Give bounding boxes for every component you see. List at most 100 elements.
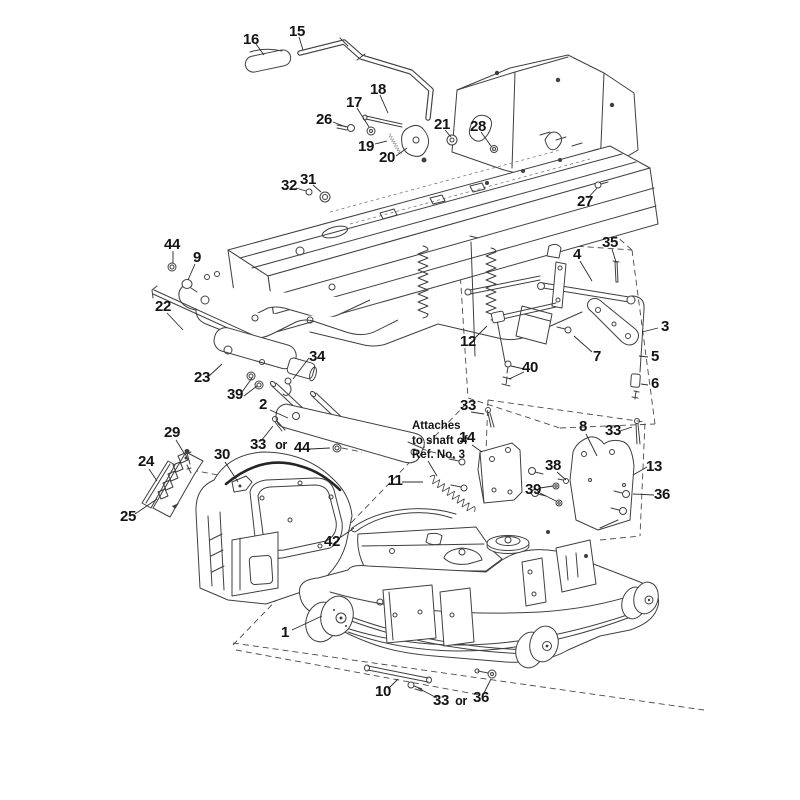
part-6-ferrule xyxy=(630,373,641,400)
console-assembly xyxy=(141,449,353,605)
part-27-bolt xyxy=(594,181,609,189)
part-38-bolt xyxy=(557,478,569,484)
part-18-rod xyxy=(362,114,403,128)
callout-17: 17 xyxy=(346,94,362,111)
part-33-cotter-pin-center xyxy=(485,407,495,428)
part-21-washer xyxy=(446,134,458,146)
callout-28: 28 xyxy=(470,118,486,135)
callout-or-left: or xyxy=(275,438,287,452)
callout-9: 9 xyxy=(193,249,201,266)
part-39-nuts-left xyxy=(246,371,264,390)
part-31-nut xyxy=(319,191,331,203)
part-2-lift-lever-plate xyxy=(269,380,425,464)
part-29-screw xyxy=(184,449,192,474)
leader-lines xyxy=(134,36,659,699)
handle-assembly xyxy=(244,37,498,163)
callout-30: 30 xyxy=(214,446,230,463)
callout-2: 2 xyxy=(259,396,267,413)
callout-15: 15 xyxy=(289,23,305,40)
callout-21: 21 xyxy=(434,116,450,133)
part-40-ball-joint xyxy=(501,360,512,387)
callout-25: 25 xyxy=(120,508,136,525)
gauge-wheel-right-lower xyxy=(515,625,559,669)
part-10-deck-rod xyxy=(364,664,432,684)
part-15-lift-handle xyxy=(297,37,434,121)
callout-33-left: 33 xyxy=(250,436,266,453)
callout-34: 34 xyxy=(309,348,326,365)
callout-14: 14 xyxy=(459,429,476,446)
part-3-lift-lever xyxy=(586,297,640,346)
part-42-belt-cover xyxy=(350,508,457,533)
callout-26: 26 xyxy=(316,111,332,128)
callout-20: 20 xyxy=(379,149,395,166)
part-44-nut-upper xyxy=(167,262,177,272)
callout-42: 42 xyxy=(324,533,340,550)
part-28-nut xyxy=(490,145,498,153)
gauge-wheel-right-upper xyxy=(621,581,659,620)
callout-11: 11 xyxy=(387,472,402,489)
deck-hanger-plate-right xyxy=(439,587,475,647)
deck-assembly xyxy=(298,508,660,692)
callout-7: 7 xyxy=(593,348,601,365)
callout-44-lower: 44 xyxy=(294,439,311,456)
part-36-bolt-bottom xyxy=(474,668,497,679)
part-7-bolt xyxy=(556,326,572,334)
gauge-wheel-front-left xyxy=(305,595,354,643)
callout-36-right: 36 xyxy=(654,486,670,503)
note-line-2: to shaft of xyxy=(412,435,468,447)
annotation-note: Attaches to shaft of Ref. No. 3 xyxy=(412,420,468,461)
deck-hanger-plate-left xyxy=(382,584,437,644)
part-33-cotter-pin-right xyxy=(634,418,641,445)
part-14-hanger-bracket-left xyxy=(448,442,547,504)
callout-33-center: 33 xyxy=(460,397,476,414)
callout-35: 35 xyxy=(602,234,618,251)
part-36-bolts-right xyxy=(610,490,630,515)
part-20-pivot-bracket xyxy=(401,124,430,163)
lift-linkage-assembly xyxy=(464,235,645,400)
note-line-1: Attaches xyxy=(412,420,461,432)
callout-31: 31 xyxy=(300,171,316,188)
part-4-lift-rod xyxy=(537,282,636,305)
callout-33-right: 33 xyxy=(605,422,621,439)
part-44-nut-lower xyxy=(332,443,342,453)
part-24-trim-strip xyxy=(141,460,176,509)
part-26-bolt xyxy=(336,124,355,132)
part-13-hanger-bracket-right xyxy=(569,436,635,531)
callout-19: 19 xyxy=(358,138,374,155)
callout-36-bottom: 36 xyxy=(473,689,489,706)
callout-4: 4 xyxy=(573,246,582,263)
callout-or-bottom: or xyxy=(455,694,467,708)
callout-13: 13 xyxy=(646,458,662,475)
callout-24: 24 xyxy=(138,453,155,470)
part-33-bolt-bottom xyxy=(407,681,423,692)
callout-3: 3 xyxy=(661,318,669,335)
callout-22: 22 xyxy=(155,298,171,315)
frame-assembly xyxy=(167,54,659,347)
callout-23: 23 xyxy=(194,369,210,386)
part-32-washer xyxy=(305,188,313,196)
part-35-pin xyxy=(612,260,620,283)
callout-39-left: 39 xyxy=(227,386,243,403)
callout-44-upper: 44 xyxy=(164,236,181,253)
part-16-grip xyxy=(244,48,292,73)
callout-33-bottom: 33 xyxy=(433,692,449,709)
callout-5: 5 xyxy=(651,348,659,365)
part-9-cap xyxy=(181,279,198,293)
part-17-washer xyxy=(366,126,376,136)
spindle-pulley xyxy=(443,530,597,607)
callout-12: 12 xyxy=(460,333,476,350)
callout-10: 10 xyxy=(375,683,391,700)
callout-40: 40 xyxy=(522,359,538,376)
callout-38: 38 xyxy=(545,457,561,474)
callout-8: 8 xyxy=(579,418,587,435)
part-11-spring xyxy=(427,473,478,516)
part-34-clevis-pin xyxy=(282,377,292,396)
callout-6: 6 xyxy=(651,375,659,392)
callout-27: 27 xyxy=(577,193,593,210)
callout-1: 1 xyxy=(281,624,289,641)
callout-29: 29 xyxy=(164,424,180,441)
callout-16: 16 xyxy=(243,31,259,48)
hanger-brackets xyxy=(427,407,641,531)
